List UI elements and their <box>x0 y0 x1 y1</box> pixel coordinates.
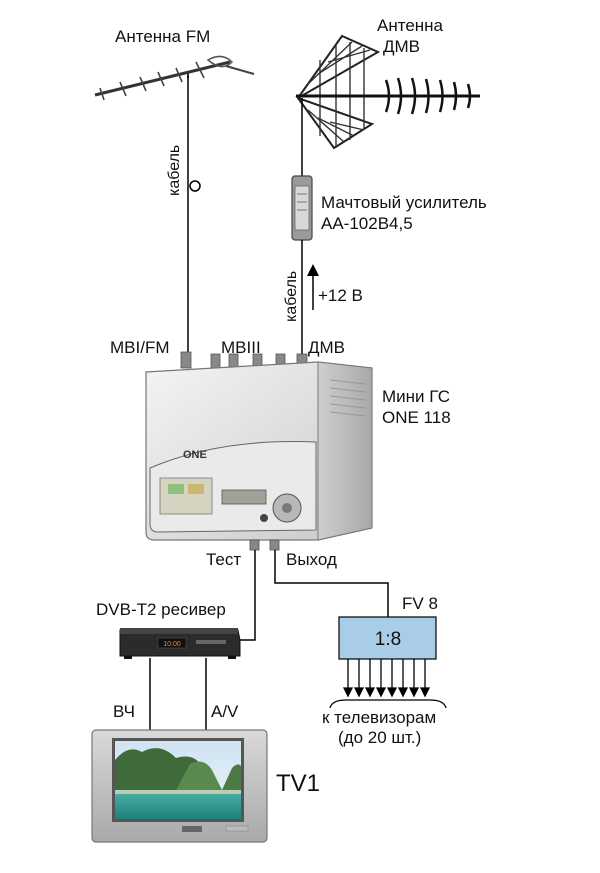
tv-device <box>91 729 268 843</box>
splitter-ratio-text: 1:8 <box>375 629 401 650</box>
receiver-display-text: 10:00 <box>163 641 181 648</box>
headend-device <box>145 351 373 551</box>
dmv-antenna-label-line2: ДМВ <box>383 37 421 56</box>
cable-clip-icon <box>189 180 201 192</box>
receiver-device: 10:00 <box>119 628 241 659</box>
power-label: +12 В <box>318 286 363 305</box>
amplifier-label-line2: АА-102В4,5 <box>321 214 413 233</box>
mast-amplifier-icon <box>291 175 313 241</box>
to-tv-label-line1: к телевизорам <box>322 708 437 727</box>
headend-brand-logo: ONE <box>183 449 207 461</box>
dmv-antenna-icon <box>295 34 480 150</box>
input-dmv-label: ДМВ <box>308 338 346 357</box>
receiver-label: DVB-T2 ресивер <box>96 600 226 619</box>
rf-label: ВЧ <box>113 702 135 721</box>
fm-antenna-label: Антенна FM <box>115 27 211 46</box>
headend-label-line1: Мини ГС <box>382 387 450 406</box>
to-tv-label-line2: (до 20 шт.) <box>338 728 422 747</box>
input-mbiii-label: MBIII <box>221 338 261 357</box>
output-cable-line <box>274 550 389 617</box>
splitter-outputs-icon <box>342 659 431 698</box>
headend-label-line2: ONE 118 <box>382 408 451 427</box>
test-cable-line <box>240 550 256 641</box>
tv-bracket-icon <box>329 699 447 709</box>
av-label: A/V <box>211 702 239 721</box>
amplifier-label-line1: Мачтовый усилитель <box>321 193 487 212</box>
fm-antenna-icon <box>94 55 255 101</box>
dmv-antenna-label-line1: Антенна <box>377 16 444 35</box>
output-test-label: Тест <box>206 550 242 569</box>
tv-name-label: TV1 <box>276 770 321 797</box>
splitter-name-label: FV 8 <box>402 594 438 613</box>
dmv-cable-label: кабель <box>283 270 300 322</box>
fm-cable-label: кабель <box>166 144 183 196</box>
splitter-box <box>338 616 437 660</box>
input-mbi-fm-label: MBI/FM <box>110 338 170 357</box>
output-main-label: Выход <box>286 550 337 569</box>
